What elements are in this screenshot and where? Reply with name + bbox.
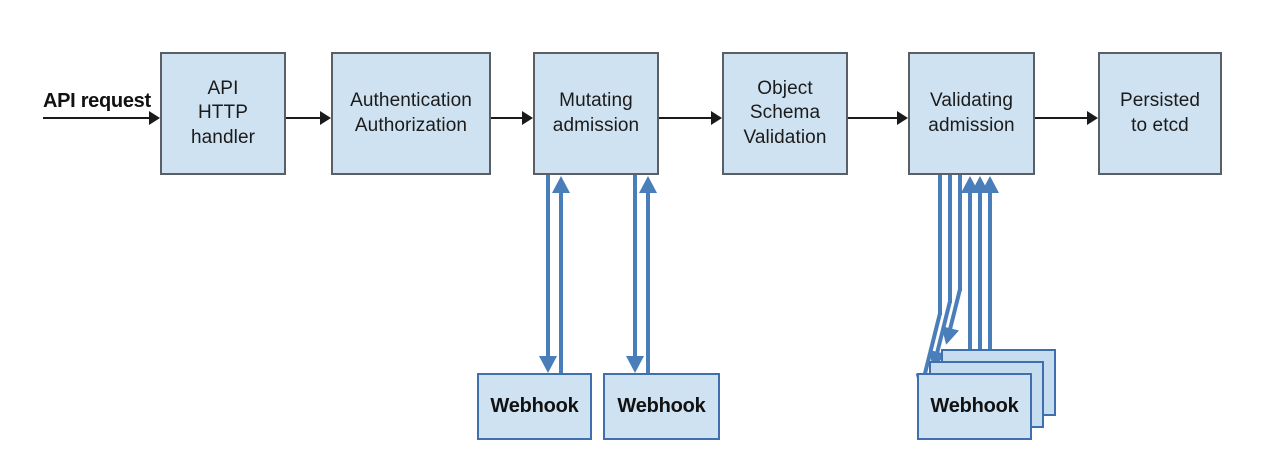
mutating-webhook-1-call-line [546,175,550,360]
connector-mutating-to-schema [659,117,711,119]
arrowhead-authn-to-mutating [522,111,533,125]
mutating-webhook-1-return-line [559,190,563,373]
connector-entry-to-handler [43,117,149,119]
entry-label: API request [43,90,151,112]
validating-webhook-3-call-line [958,175,962,291]
mutating-webhook-1[interactable]: Webhook [477,373,592,440]
arrowhead-entry-to-handler [149,111,160,125]
stage-api-http-handler[interactable]: API HTTP handler [160,52,286,175]
validating-webhook-2-call-line [948,175,952,303]
validating-webhook-1-call-line [938,175,942,315]
connector-handler-to-authn [286,117,320,119]
mutating-webhook-1-return-arrowhead [552,176,570,193]
stage-authn-authz[interactable]: Authentication Authorization [331,52,491,175]
connector-validating-to-persisted [1035,117,1087,119]
stage-mutating-admission[interactable]: Mutating admission [533,52,659,175]
arrowhead-schema-to-validating [897,111,908,125]
connector-schema-to-validating [848,117,897,119]
stage-validating-admission[interactable]: Validating admission [908,52,1035,175]
stage-persisted-to-etcd[interactable]: Persisted to etcd [1098,52,1222,175]
arrowhead-mutating-to-schema [711,111,722,125]
arrowhead-handler-to-authn [320,111,331,125]
mutating-webhook-2-return-line [646,190,650,373]
mutating-webhook-2-return-arrowhead [639,176,657,193]
mutating-webhook-2-call-line [633,175,637,360]
mutating-webhook-1-call-arrowhead [539,356,557,373]
mutating-webhook-2-call-arrowhead [626,356,644,373]
validating-webhook-2-return-line [978,190,982,361]
validating-webhook-3-return-line [988,190,992,349]
validating-webhook-3-return-arrowhead [981,176,999,193]
connector-authn-to-mutating [491,117,522,119]
validating-webhook-1-return-line [968,190,972,373]
arrowhead-validating-to-persisted [1087,111,1098,125]
mutating-webhook-2[interactable]: Webhook [603,373,720,440]
validating-webhook-1[interactable]: Webhook [917,373,1032,440]
stage-object-schema-validation[interactable]: Object Schema Validation [722,52,848,175]
